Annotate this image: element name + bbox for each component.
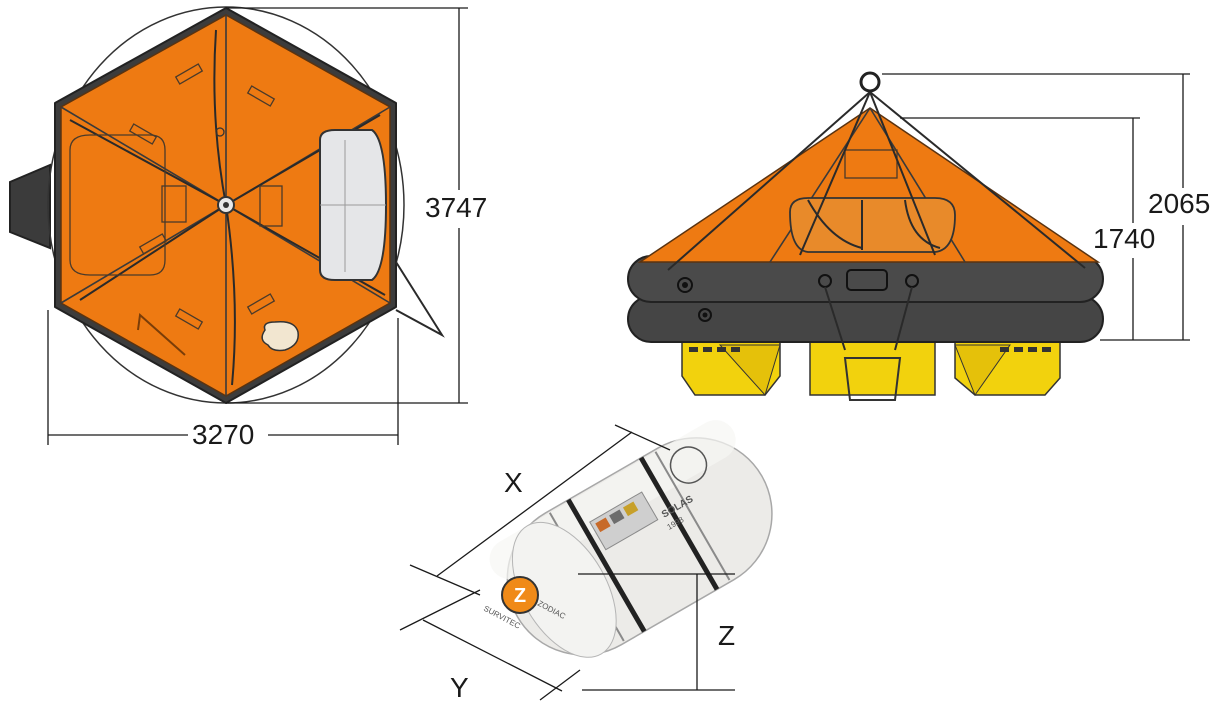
- length-dimension-label: 3747: [425, 192, 487, 223]
- rain-catchment: [261, 320, 299, 352]
- brand-logo: [501, 576, 539, 614]
- solas-badge: [669, 446, 708, 484]
- container-y-label: Y: [450, 672, 469, 703]
- upper-tube: [627, 255, 1104, 303]
- svg-text:Z: Z: [514, 585, 526, 607]
- ballast-pockets: [681, 337, 1061, 401]
- top-view-raft: [9, 6, 468, 445]
- liferaft-container: Z SURVITEC ZODIAC SOLAS 1998: [399, 420, 773, 701]
- canopy-height-label: 1740: [1093, 223, 1155, 254]
- side-view-raft: [627, 71, 1190, 401]
- side-entrance: [789, 197, 956, 253]
- container-x-label: X: [504, 467, 523, 498]
- overall-height-label: 2065: [1148, 188, 1210, 219]
- boarding-ramp: [9, 163, 51, 250]
- canopy-patches: [128, 63, 283, 330]
- lifting-ring: [859, 71, 881, 93]
- width-dimension-label: 3270: [192, 419, 254, 450]
- towing-line: [395, 261, 445, 338]
- container-strap: [566, 498, 647, 633]
- container-z-label: Z: [718, 620, 735, 651]
